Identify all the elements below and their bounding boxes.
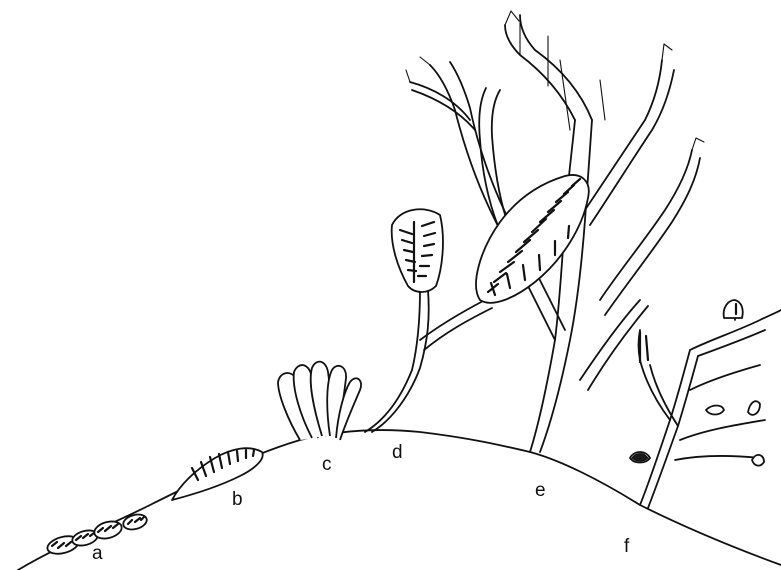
specimen-f [630, 300, 781, 508]
specimen-e [406, 11, 704, 452]
specimen-b [172, 448, 263, 500]
label-b: b [232, 489, 243, 510]
label-f: f [624, 536, 630, 557]
label-d: d [392, 442, 403, 463]
label-e: e [535, 480, 546, 501]
label-a: a [92, 543, 103, 564]
specimen-c [278, 362, 361, 440]
specimen-d [365, 209, 492, 432]
label-c: c [322, 454, 332, 475]
